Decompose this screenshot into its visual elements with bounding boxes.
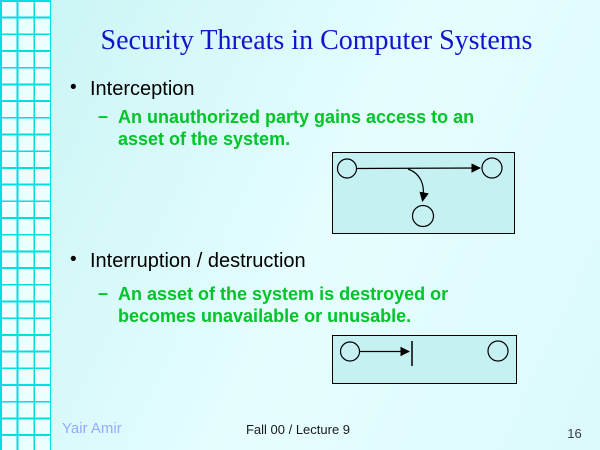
- bullet-icon: •: [70, 77, 77, 98]
- footer-author: Yair Amir: [62, 420, 122, 437]
- sub-bullet-line: An unauthorized party gains access to an: [118, 107, 475, 127]
- bullet-heading-interception: Interception: [90, 78, 195, 100]
- interception-diagram: [332, 152, 515, 234]
- interruption-diagram: [332, 335, 517, 384]
- sub-bullet-interception-text: An unauthorized party gains access to an…: [118, 106, 474, 150]
- bullet-icon: •: [70, 249, 77, 270]
- diagram-frame: [332, 335, 517, 384]
- bullet-heading-interruption: Interruption / destruction: [90, 250, 306, 272]
- message-arrow: [356, 163, 481, 173]
- intruder-node-circle: [411, 204, 435, 228]
- sub-bullet-dash-icon: –: [98, 283, 109, 303]
- footer-course: Fall 00 / Lecture 9: [245, 422, 351, 437]
- sub-bullet-line: asset of the system.: [118, 129, 291, 149]
- graph-paper-grid: [0, 0, 51, 450]
- sub-bullet-line: becomes unavailable or unusable.: [118, 306, 412, 326]
- destination-node-circle: [481, 157, 503, 179]
- destination-node-circle: [487, 340, 509, 362]
- sub-bullet-line: An asset of the system is destroyed or: [118, 284, 449, 304]
- slide-title: Security Threats in Computer Systems: [100, 25, 533, 56]
- source-node-circle: [336, 158, 358, 179]
- sub-bullet-dash-icon: –: [98, 106, 109, 126]
- sub-bullet-interruption-text: An asset of the system is destroyed or b…: [118, 283, 448, 327]
- intercept-curve-arrow: [407, 168, 429, 202]
- source-node-circle: [339, 341, 361, 362]
- page-number: 16: [567, 426, 582, 441]
